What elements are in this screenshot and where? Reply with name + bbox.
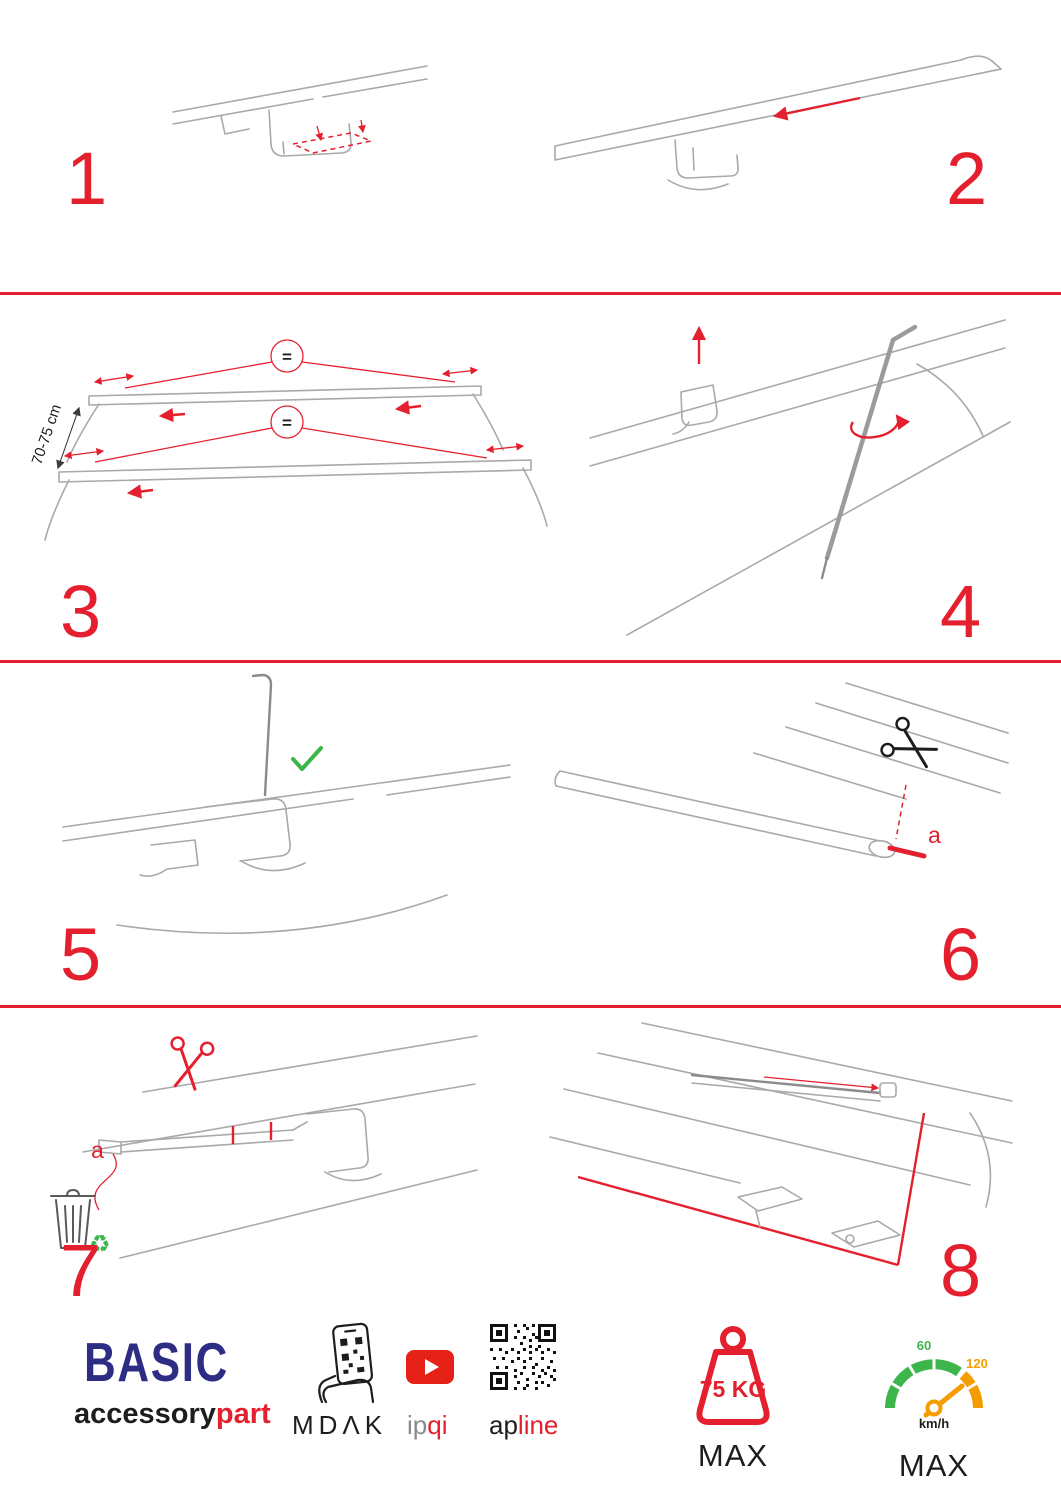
step-2-number: 2	[946, 137, 988, 220]
site-black: ap	[489, 1410, 518, 1440]
step-5-number: 5	[60, 913, 102, 996]
scissors-icon	[170, 1036, 215, 1091]
excess-strip	[887, 845, 927, 859]
step-7-number: 7	[60, 1229, 102, 1312]
max-speed-label: MAX	[898, 1448, 970, 1483]
cut-label-a: a	[91, 1137, 104, 1163]
recycle-icon: ♻	[89, 1231, 111, 1258]
step-1-illustration	[172, 65, 428, 157]
app-name-label: MDΛK	[292, 1410, 388, 1440]
brand-sub-red: part	[215, 1398, 271, 1430]
max-speed-icon: 60 120	[885, 1338, 988, 1418]
qr-scan-phone-icon	[318, 1322, 375, 1404]
pad-highlight	[290, 132, 374, 154]
site-red: line	[517, 1410, 559, 1440]
section-divider	[0, 660, 1061, 663]
qr-code	[490, 1324, 556, 1390]
cut-label-a: a	[928, 822, 941, 848]
step-3-number: 3	[60, 570, 102, 653]
step-5-illustration	[62, 673, 511, 935]
trash-bin-icon	[50, 1189, 96, 1249]
brand-accessorypart: accessorypart	[74, 1398, 271, 1431]
max-load-label: MAX	[697, 1438, 769, 1473]
slide-arrow	[772, 96, 861, 121]
step-6-number: 6	[940, 913, 982, 996]
youtube-icon	[406, 1350, 454, 1384]
step-8-illustration	[549, 1022, 1013, 1267]
scissors-icon	[880, 716, 938, 769]
channel-name-label: ipqi	[407, 1410, 448, 1441]
equal-sign-top: =	[282, 348, 292, 367]
equal-badge-top	[270, 339, 304, 373]
step-1-number: 1	[66, 137, 108, 220]
step-4-number: 4	[940, 570, 982, 653]
allen-key	[890, 324, 918, 343]
speed-tick-60: 60	[917, 1338, 931, 1353]
brand-basic-logo: BASIC	[84, 1331, 229, 1393]
max-load-value: 75 KG	[699, 1376, 767, 1402]
step-6-illustration: a	[554, 682, 1009, 859]
channel-red: qi	[427, 1410, 448, 1440]
step-4-illustration	[589, 319, 1011, 636]
step-8-number: 8	[940, 1229, 982, 1312]
channel-black: ip	[407, 1410, 428, 1440]
site-name-label: apline	[489, 1410, 558, 1441]
step-2-illustration	[554, 55, 1002, 191]
equal-sign-bottom: =	[282, 414, 292, 433]
speed-tick-120: 120	[966, 1356, 988, 1371]
brand-sub-black: accessory	[74, 1398, 216, 1430]
equal-badge-bottom	[270, 405, 304, 439]
rotate-arrow	[850, 414, 911, 439]
step-7-illustration: a ♻	[50, 1035, 478, 1259]
checkmark-icon	[291, 746, 323, 771]
speed-unit-label: km/h	[918, 1416, 950, 1431]
locking-pin	[251, 673, 273, 797]
bar-distance-label: 70-75 cm	[29, 402, 65, 467]
section-divider	[0, 292, 1061, 295]
step-3-illustration: = = 70-75 cm	[29, 339, 548, 541]
section-divider	[0, 1005, 1061, 1008]
max-load-icon	[696, 1326, 770, 1425]
